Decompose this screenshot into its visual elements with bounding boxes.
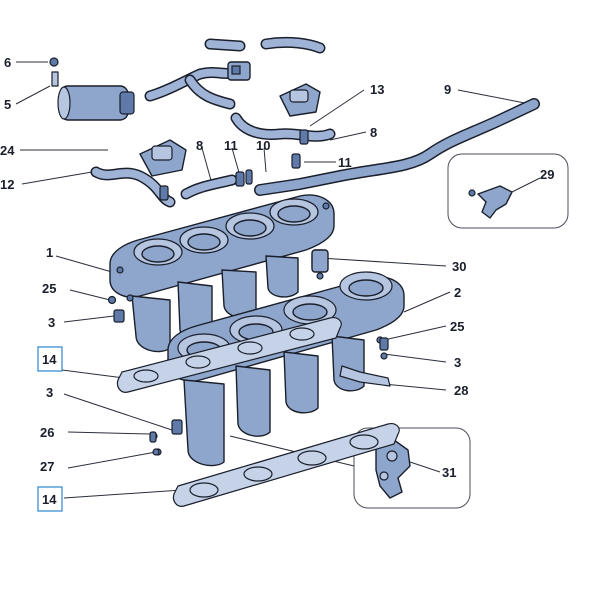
hose-12: [90, 166, 176, 208]
callout-labels: 6 5 24 12 13 9 8 8 11 10 11 29 1 30 25 2…: [0, 55, 554, 507]
callout-14-lower: 14: [42, 492, 57, 507]
callout-24: 24: [0, 143, 15, 158]
callout-12: 12: [0, 177, 14, 192]
clamps: [159, 129, 309, 201]
detail-box-29: [447, 153, 569, 229]
valve-left: [139, 139, 187, 177]
callout-26: 26: [40, 425, 54, 440]
callout-11-left: 11: [224, 138, 238, 153]
hose-top-left: [144, 38, 246, 110]
gasket-lower-14: [172, 423, 400, 507]
callout-1: 1: [46, 245, 53, 260]
bracket-28: [339, 365, 391, 387]
leader-lines: [15, 61, 531, 499]
gasket-upper-14: [116, 317, 342, 393]
callout-9: 9: [444, 82, 451, 97]
callout-box-14-upper: [37, 346, 63, 372]
callout-5: 5: [4, 97, 11, 112]
callout-3-right: 3: [454, 355, 461, 370]
callout-29: 29: [540, 167, 554, 182]
manifold-upper-1: [109, 194, 335, 353]
canister-part: [49, 57, 135, 121]
callout-8-left: 8: [196, 138, 203, 153]
sensor-top: [227, 61, 251, 81]
callout-30: 30: [452, 259, 466, 274]
callout-28: 28: [454, 383, 468, 398]
callout-3-lower: 3: [46, 385, 53, 400]
callout-10: 10: [256, 138, 270, 153]
detail-box-31: [353, 427, 471, 509]
callout-14-upper: 14: [42, 352, 57, 367]
callout-13: 13: [370, 82, 384, 97]
callout-25-left: 25: [42, 281, 56, 296]
pipe-8-right: [230, 112, 336, 142]
callout-25-right: 25: [450, 319, 464, 334]
fasteners: [107, 295, 389, 456]
pipe-9: [254, 98, 540, 196]
callout-6: 6: [4, 55, 11, 70]
callout-11-right: 11: [338, 155, 352, 170]
callout-8-right: 8: [370, 125, 377, 140]
callout-3-upper: 3: [48, 315, 55, 330]
callout-31: 31: [442, 465, 456, 480]
callout-27: 27: [40, 459, 54, 474]
sensor-30: [311, 249, 329, 280]
callout-box-14-lower: [37, 486, 63, 512]
valve-right: [279, 83, 321, 117]
callout-2: 2: [454, 285, 461, 300]
hose-top-right: [260, 36, 326, 54]
hose-8-left: [180, 174, 238, 200]
